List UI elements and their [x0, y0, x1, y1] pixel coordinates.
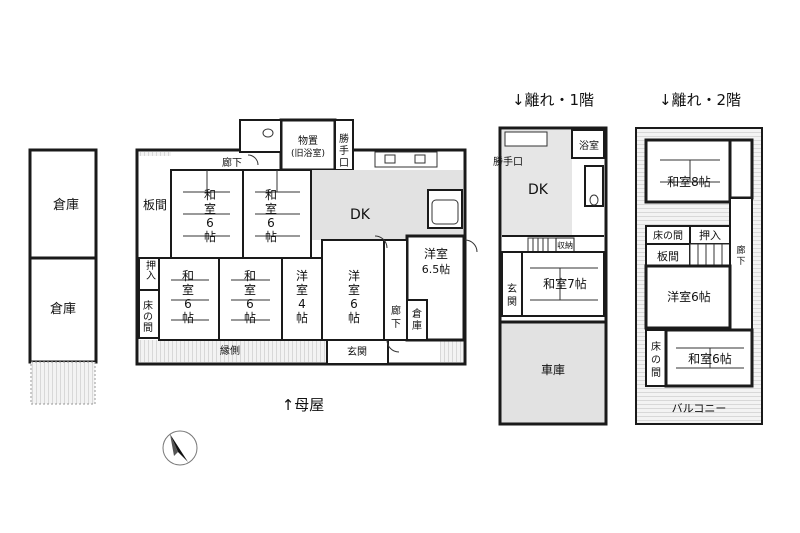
- washitsu-c-label-4: 帖: [182, 310, 194, 325]
- toilet-icon: [262, 128, 274, 138]
- annex-1f: 勝手口 浴室 DK 収納 玄 関 和室7帖 車庫: [493, 126, 608, 426]
- stairs-icon: [527, 237, 557, 253]
- youshitsu-4-label-2: 室: [296, 282, 308, 297]
- annex-2f-youshitsu-6-label: 洋室6帖: [667, 289, 711, 304]
- storage-old-bath-label: 物置: [298, 134, 318, 147]
- washitsu-c-label-3: 6: [184, 297, 192, 311]
- washitsu-b-label-2: 室: [265, 201, 277, 216]
- annex-2f-oshiire-label: 押入: [699, 228, 721, 242]
- storage-bottom-label: 倉庫: [50, 302, 76, 317]
- washitsu-a-label-4: 帖: [204, 229, 216, 244]
- engawa-label: 縁側: [220, 344, 240, 357]
- annex-garage-label: 車庫: [541, 363, 565, 377]
- youshitsu-4-label-3: 4: [298, 297, 306, 311]
- annex-sink-icon: [504, 131, 548, 147]
- oshiire-label: 押入: [144, 259, 156, 280]
- annex-2f-heading: ↓離れ・2階: [659, 91, 741, 109]
- kitchen-door-label-3: 口: [339, 158, 349, 169]
- annex-2f-washitsu-6-label: 和室6帖: [688, 351, 732, 366]
- bathtub-icon: [431, 199, 459, 225]
- washitsu-d-label-3: 6: [246, 297, 254, 311]
- washitsu-a-label-3: 6: [206, 216, 214, 230]
- washitsu-b-label: 和: [265, 188, 277, 202]
- annex-closet-label: 収納: [557, 240, 573, 250]
- storage-top-label: 倉庫: [53, 198, 79, 213]
- annex-kitchen-door-label: 勝手口: [493, 155, 523, 168]
- youshitsu-4-label: 洋: [296, 268, 308, 283]
- annex-2f-itama-label: 板間: [657, 249, 679, 263]
- annex-2f-washitsu-8-label: 和室8帖: [667, 174, 711, 189]
- annex-2f-tokonoma2-label-2: の: [651, 355, 661, 366]
- storage-old-bath-sub-label: (旧浴室): [291, 147, 325, 159]
- washitsu-d-label-4: 帖: [244, 310, 256, 325]
- souko-small-label-2: 庫: [412, 319, 422, 332]
- tokonoma-label-3: 間: [143, 322, 153, 334]
- annex-2f-corridor-label: 廊: [736, 244, 745, 256]
- youshitsu-6-label: 洋: [348, 268, 360, 283]
- youshitsu-6-label-2: 室: [348, 282, 360, 297]
- annex-2f-stairs-icon: [689, 243, 731, 267]
- youshitsu-6-label-4: 帖: [348, 310, 360, 325]
- corridor-side-label: 廊: [391, 304, 401, 317]
- souko-small-label: 倉: [412, 307, 422, 320]
- youshitsu-65-label: 洋室: [424, 246, 448, 261]
- washitsu-a-label: 和: [204, 188, 216, 202]
- itama-label: 板間: [143, 198, 167, 212]
- main-house-heading: ↑母屋: [282, 396, 325, 414]
- annex-bath-label: 浴室: [579, 139, 599, 152]
- youshitsu-6-label-3: 6: [350, 297, 358, 311]
- annex-genkan-label: 玄: [507, 282, 517, 295]
- tokonoma-label: 床: [143, 299, 153, 312]
- annex-dk-label: DK: [528, 182, 549, 198]
- corridor-side-label-2: 下: [391, 319, 401, 330]
- washitsu-b-label-3: 6: [267, 216, 275, 230]
- storage-building: 倉庫 倉庫: [28, 148, 98, 405]
- annex-2f-corridor-label-2: 下: [736, 257, 745, 267]
- annex-genkan-label-2: 関: [507, 296, 517, 308]
- annex-2f: 和室8帖 床の間 押入 板間 廊 下 洋室6帖 床 の 間 和室6帖 バルコニー: [635, 127, 763, 425]
- washitsu-a-label-2: 室: [204, 201, 216, 216]
- genkan-label: 玄関: [347, 345, 367, 358]
- youshitsu-65-label-2: 6.5帖: [422, 263, 451, 276]
- kitchen-door-label-2: 手: [339, 144, 349, 157]
- washitsu-c-label-2: 室: [182, 282, 194, 297]
- youshitsu-4-label-4: 帖: [296, 310, 308, 325]
- main-house: 物置 (旧浴室) 勝 手 口 廊下 板間 和 室 6 帖 和 室 6 帖 DK …: [135, 118, 478, 366]
- annex-2f-tokonoma2-label: 床: [651, 340, 661, 353]
- sink-icon: [384, 154, 396, 164]
- annex-2f-balcony-label: バルコニー: [672, 402, 727, 415]
- washitsu-d-label-2: 室: [244, 282, 256, 297]
- annex-2f-tokonoma-label: 床の間: [653, 229, 683, 242]
- annex-washitsu-7-label: 和室7帖: [543, 276, 587, 291]
- annex-toilet-icon: [589, 194, 599, 206]
- annex-2f-tokonoma2-label-3: 間: [651, 367, 661, 379]
- dk-label: DK: [350, 207, 371, 223]
- washitsu-c-label: 和: [182, 269, 194, 283]
- annex-1f-heading: ↓離れ・1階: [512, 91, 594, 109]
- washitsu-d-label: 和: [244, 269, 256, 283]
- tokonoma-label-2: の: [143, 312, 153, 323]
- kitchen-door-label-1: 勝: [339, 132, 349, 145]
- corridor-top-label: 廊下: [222, 156, 242, 169]
- washitsu-b-label-4: 帖: [265, 229, 277, 244]
- north-arrow-icon: [162, 430, 198, 466]
